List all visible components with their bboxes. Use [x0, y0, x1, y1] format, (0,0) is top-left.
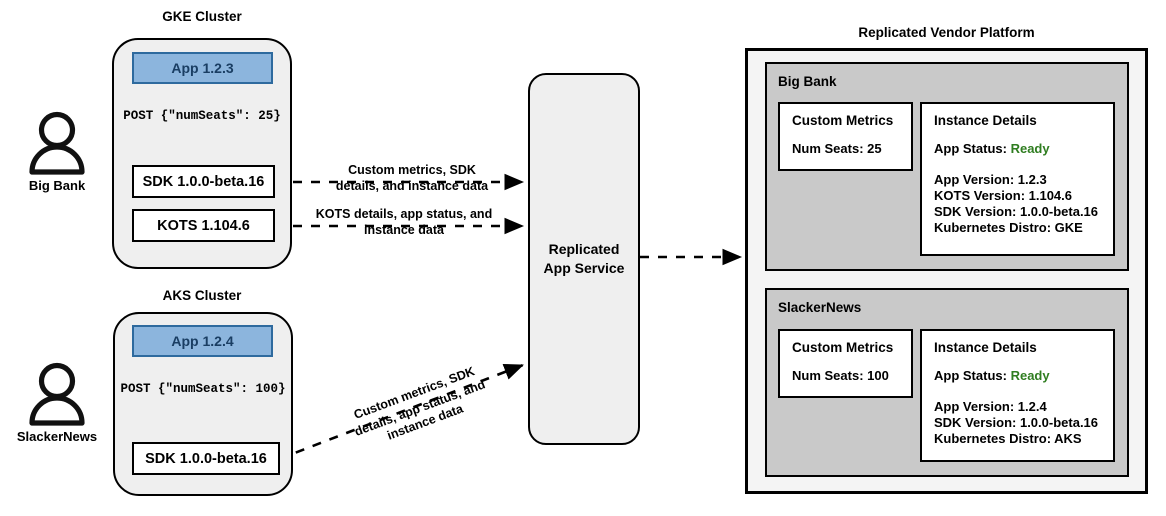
actor-label-slackernews: SlackerNews: [16, 429, 98, 444]
person-icon: [29, 111, 85, 175]
instance-details-title: Instance Details: [934, 340, 1037, 355]
instance-detail-row: App Version: 1.2.4: [934, 399, 1047, 414]
instance-details-panel-slackernews: Instance Details App Status: Ready App V…: [920, 329, 1115, 462]
status-badge: Ready: [1010, 368, 1050, 383]
instance-detail-row: SDK Version: 1.0.0-beta.16: [934, 204, 1099, 219]
app-status-row: App Status: Ready: [934, 368, 1113, 383]
edge-label-line: KOTS details, app status, and: [315, 207, 493, 221]
custom-metrics-panel-slackernews: Custom Metrics Num Seats: 100: [778, 329, 913, 398]
tenant-name-slackernews: SlackerNews: [778, 300, 862, 315]
edge-label-gke-sdk: Custom metrics, SDK details, and instanc…: [332, 163, 492, 194]
custom-metrics-row: Num Seats: 25: [792, 141, 882, 156]
app-status-label: App Status:: [934, 141, 1007, 156]
edge-label-line: Custom metrics, SDK: [348, 163, 476, 177]
status-badge: Ready: [1010, 141, 1050, 156]
platform-title: Replicated Vendor Platform: [858, 25, 1035, 40]
instance-detail-row: SDK Version: 1.0.0-beta.16: [934, 415, 1099, 430]
replicated-app-service-box[interactable]: Replicated App Service: [528, 73, 640, 445]
edge-label-aks-sdk: Custom metrics, SDK details, app status,…: [327, 355, 512, 462]
app-status-row: App Status: Ready: [934, 141, 1113, 156]
gke-post-payload: POST {"numSeats": 25}: [123, 109, 281, 123]
gke-app-box[interactable]: App 1.2.3: [132, 52, 273, 84]
custom-metrics-title: Custom Metrics: [792, 113, 894, 128]
instance-detail-row: Kubernetes Distro: AKS: [934, 431, 1082, 446]
gke-sdk-box[interactable]: SDK 1.0.0-beta.16: [132, 165, 275, 198]
person-icon: [29, 362, 85, 426]
custom-metrics-row: Num Seats: 100: [792, 368, 889, 383]
instance-details-title: Instance Details: [934, 113, 1037, 128]
custom-metrics-title: Custom Metrics: [792, 340, 894, 355]
edge-label-line: details, and instance data: [335, 178, 489, 193]
instance-details-panel-big-bank: Instance Details App Status: Ready App V…: [920, 102, 1115, 256]
custom-metrics-panel-big-bank: Custom Metrics Num Seats: 25: [778, 102, 913, 171]
instance-detail-row: App Version: 1.2.3: [934, 172, 1047, 187]
app-status-label: App Status:: [934, 368, 1007, 383]
aks-cluster-title: AKS Cluster: [162, 288, 242, 303]
instance-detail-row: Kubernetes Distro: GKE: [934, 220, 1083, 235]
tenant-name-big-bank: Big Bank: [778, 74, 837, 89]
instance-detail-row: KOTS Version: 1.104.6: [934, 188, 1073, 203]
aks-sdk-box[interactable]: SDK 1.0.0-beta.16: [132, 442, 280, 475]
gke-kots-box[interactable]: KOTS 1.104.6: [132, 209, 275, 242]
actor-label-big-bank: Big Bank: [28, 178, 86, 193]
service-title-line1: Replicated: [548, 241, 620, 258]
edge-label-line: instance data: [364, 222, 444, 237]
aks-post-payload: POST {"numSeats": 100}: [120, 382, 286, 396]
aks-app-box[interactable]: App 1.2.4: [132, 325, 273, 357]
gke-cluster-title: GKE Cluster: [162, 9, 242, 24]
edge-label-gke-kots: KOTS details, app status, and instance d…: [312, 207, 496, 238]
service-title-line2: App Service: [543, 260, 625, 276]
